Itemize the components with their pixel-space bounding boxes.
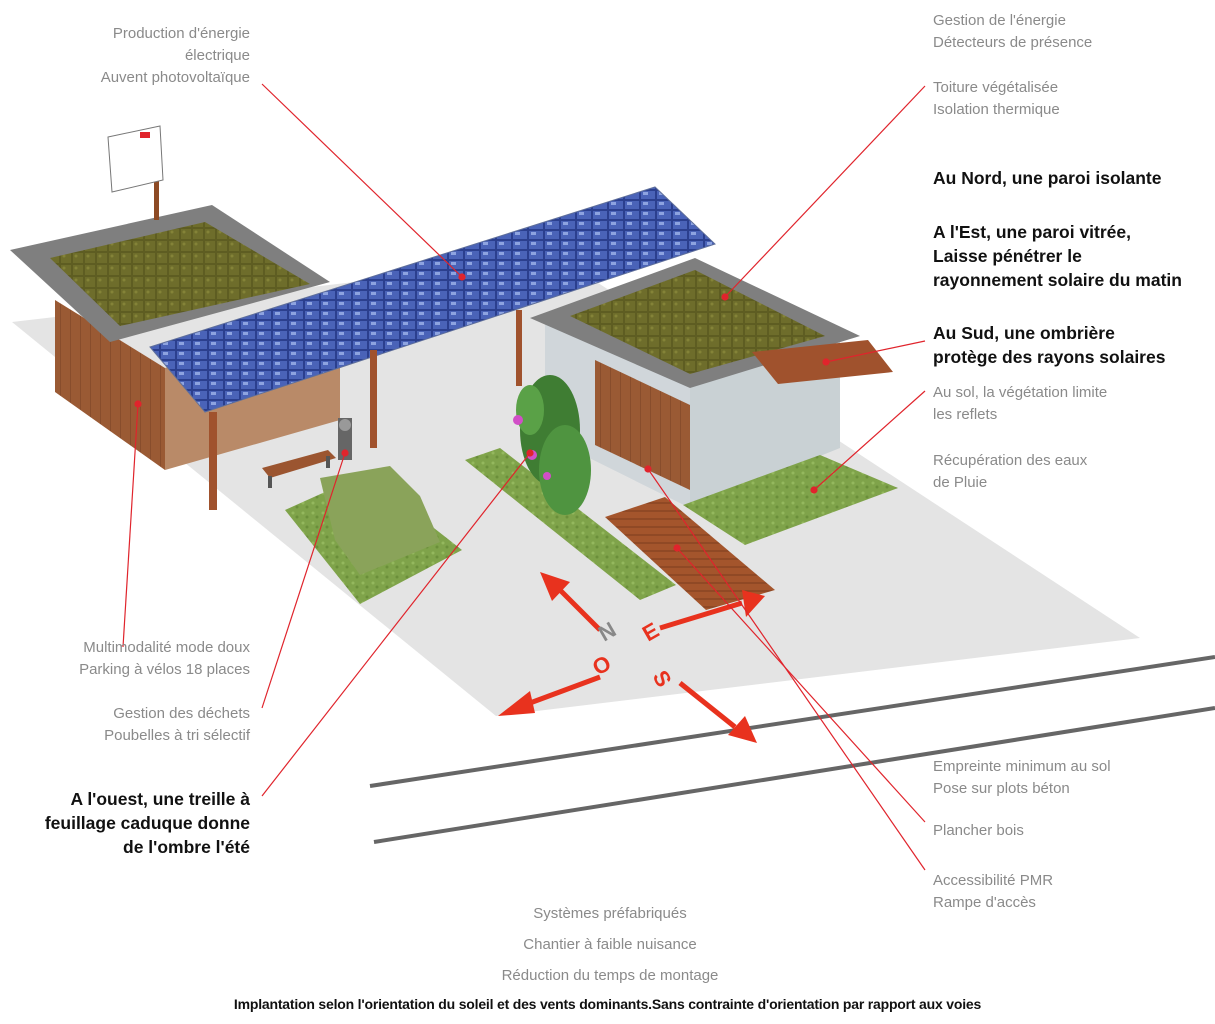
sign-panel — [107, 125, 164, 193]
label-production: Production d'énergie électrique Auvent p… — [100, 25, 250, 86]
sign-pole — [154, 180, 159, 220]
deciduous-trellis-tree — [513, 375, 591, 515]
left-building-wall — [55, 300, 165, 470]
label-ouest: A l'ouest, une treille à feuillage caduq… — [44, 789, 250, 857]
grass-strip-east — [683, 455, 898, 545]
label-toiture: Toiture végétalisée Isolation thermique — [933, 79, 1060, 118]
label-est: A l'Est, une paroi vitrée, Laisse pénétr… — [933, 222, 1182, 290]
figure-caption: Implantation selon l'orientation du sole… — [233, 996, 982, 1012]
center-notes: Systèmes préfabriqués Chantier à faible … — [440, 898, 780, 991]
note-prefab: Systèmes préfabriqués — [533, 905, 687, 922]
label-pluie: Récupération des eaux de Pluie — [933, 452, 1088, 491]
solar-canopy — [149, 186, 716, 413]
label-gestion-energie: Gestion de l'énergie Détecteurs de prése… — [933, 12, 1093, 51]
label-plancher: Plancher bois — [933, 822, 1024, 839]
bench — [262, 450, 336, 478]
note-montage: Réduction du temps de montage — [501, 967, 719, 984]
label-nord: Au Nord, une paroi isolante — [933, 168, 1162, 188]
canopy-post — [209, 412, 217, 510]
label-pmr: Accessibilité PMR Rampe d'accès — [933, 872, 1054, 911]
wooden-deck — [605, 497, 775, 610]
label-empreinte: Empreinte minimum au sol Pose sur plots … — [933, 758, 1111, 797]
grass-strip-west — [465, 448, 676, 600]
leader-lines — [122, 83, 926, 871]
label-dechets: Gestion des déchets Poubelles à tri séle… — [104, 705, 250, 744]
label-sol: Au sol, la végétation limite les reflets — [933, 384, 1108, 423]
note-chantier: Chantier à faible nuisance — [523, 936, 697, 953]
road-line — [369, 655, 1215, 788]
label-multimodal: Multimodalité mode doux Parking à vélos … — [79, 639, 250, 678]
compass-rose — [498, 572, 765, 743]
label-sud: Au Sud, une ombrière protège des rayons … — [933, 323, 1166, 367]
